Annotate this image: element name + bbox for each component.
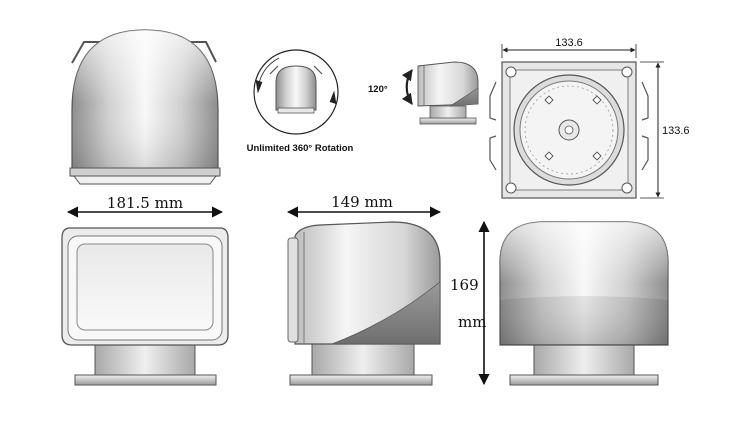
side-view (287, 221, 441, 386)
width-dimension: 181.5 mm (66, 194, 224, 218)
base-depth-label: 133.6 (662, 125, 690, 137)
base-width-dimension: 133.6 (501, 37, 637, 58)
width-label: 181.5 mm (107, 194, 183, 212)
lens-bezel (287, 237, 299, 343)
base-width-label: 133.6 (555, 37, 583, 49)
lens (76, 243, 214, 331)
tilt-icon: 120° (368, 61, 479, 125)
rotation-icon: Unlimited 360° Rotation (247, 49, 354, 154)
rear-view-bottom (499, 221, 669, 386)
depth-dimension: 149 mm (286, 193, 442, 218)
base-depth-dimension: 133.6 (640, 61, 690, 199)
base-plan-view (489, 61, 649, 199)
height-dimension: 169 mm (450, 220, 490, 386)
rotation-caption: Unlimited 360° Rotation (247, 143, 354, 154)
height-value: 169 (450, 276, 479, 294)
rear-view-top (69, 29, 221, 185)
base-lip (73, 175, 217, 185)
base-plate (74, 374, 217, 386)
swivel-column (94, 342, 196, 376)
height-unit: mm (458, 313, 486, 331)
front-view (61, 227, 229, 386)
tilt-label: 120° (368, 84, 388, 95)
depth-label: 149 mm (331, 193, 393, 211)
